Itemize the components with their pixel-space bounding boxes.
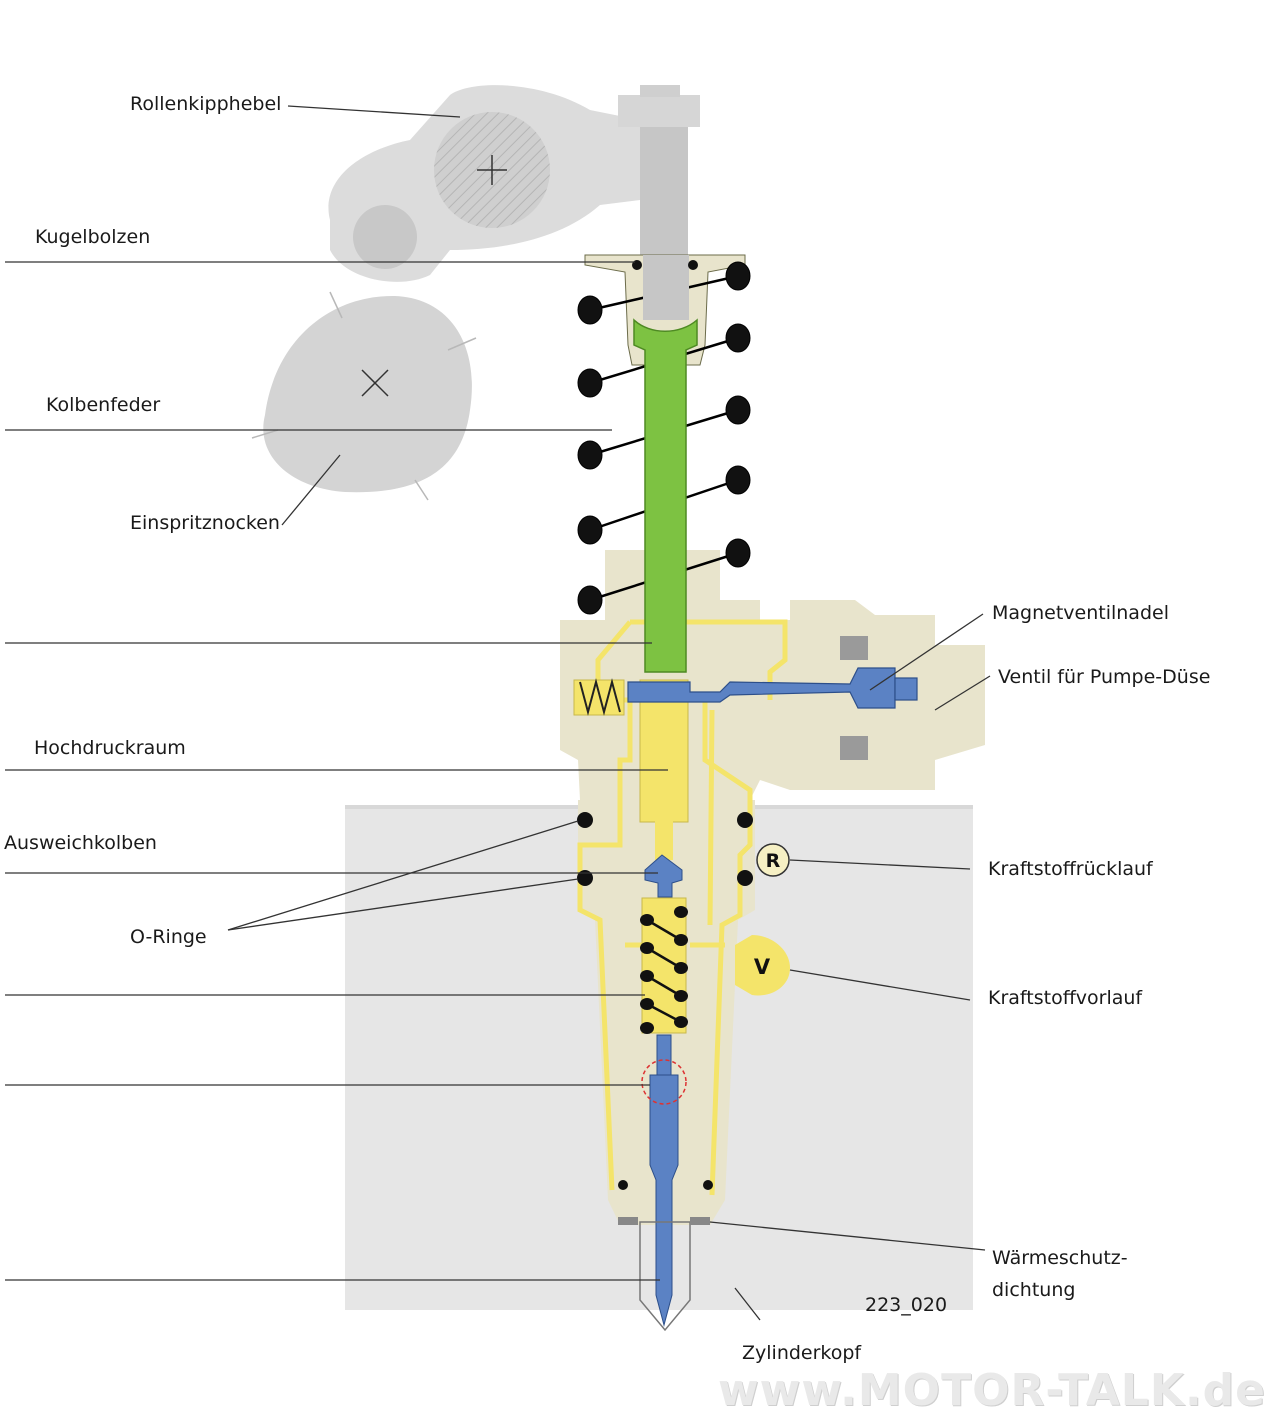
label-kolbenfeder: Kolbenfeder (46, 394, 161, 416)
rocker-arm (328, 85, 700, 282)
label-kugelbolzen: Kugelbolzen (35, 226, 151, 248)
injection-cam (251, 291, 477, 501)
supply-badge (735, 935, 790, 996)
solenoid-valve-needle (627, 667, 918, 709)
return-badge-letter: R (766, 850, 781, 872)
return-badge (756, 843, 790, 877)
watermark: www.MOTOR-TALK.de (718, 1365, 1266, 1416)
label-waermeschutz-line1: Wärmeschutz- (992, 1247, 1128, 1269)
label-rollenkipphebel: Rollenkipphebel (130, 93, 282, 115)
figure-code: 223_020 (865, 1294, 948, 1316)
label-o-ringe: O-Ringe (130, 926, 207, 948)
label-ventil-pumpe-duese: Ventil für Pumpe-Düse (998, 666, 1211, 688)
pump-piston (633, 318, 698, 673)
label-ausweichkolben: Ausweichkolben (4, 832, 157, 854)
label-waermeschutz-line2: dichtung (992, 1279, 1076, 1301)
heat-seal (618, 1217, 638, 1225)
nozzle-needle (640, 854, 688, 1327)
label-zylinderkopf: Zylinderkopf (742, 1342, 862, 1364)
o-ring-dots (577, 260, 753, 1190)
label-kraftstoffvorlauf: Kraftstoffvorlauf (988, 987, 1143, 1009)
supply-badge-letter: V (754, 955, 771, 979)
label-magnetventilnadel: Magnetventilnadel (992, 602, 1169, 624)
label-kraftstoffruecklauf: Kraftstoffrücklauf (988, 858, 1153, 880)
label-hochdruckraum: Hochdruckraum (34, 737, 186, 759)
leader-lines (5, 105, 991, 1321)
label-einspritznocken: Einspritznocken (130, 512, 280, 534)
